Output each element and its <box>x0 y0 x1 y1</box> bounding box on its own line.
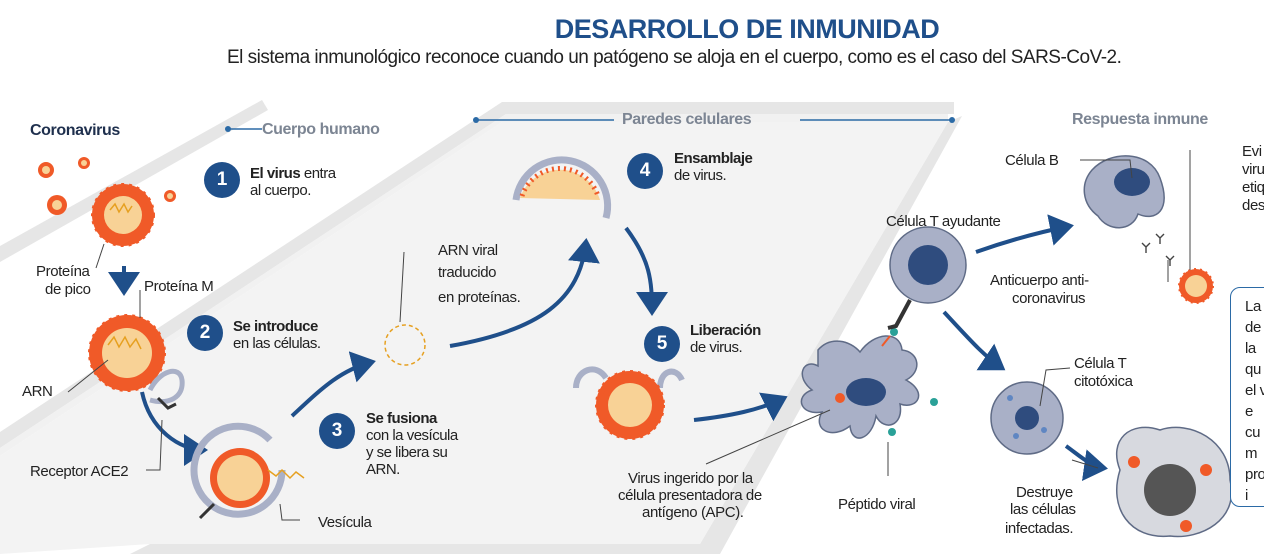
label-arn-viral-1: ARN viral <box>438 242 498 259</box>
label-evita-4: des <box>1242 197 1264 214</box>
step-1-line2: al cuerpo. <box>250 182 311 199</box>
step-3-line3: y se libera su <box>366 444 448 461</box>
callout-line: La <box>1245 298 1261 315</box>
label-destruye-3: infectadas. <box>1005 520 1074 537</box>
callout-line: de <box>1245 319 1261 336</box>
label-anticuerpo-2: coronavirus <box>1012 290 1086 307</box>
arrow-to-release <box>624 226 668 316</box>
step-2-line2: en las células. <box>233 335 321 352</box>
section-cuerpo-humano: Cuerpo humano <box>262 121 380 138</box>
virus-step-1 <box>91 183 155 247</box>
coronavirus-small-3 <box>47 195 67 215</box>
arrow-to-assembly <box>449 238 600 348</box>
label-vesicula: Vesícula <box>318 514 372 531</box>
coronavirus-small-4 <box>164 190 176 202</box>
infected-cell <box>1115 426 1233 538</box>
t-cytotoxic-cell <box>990 381 1064 455</box>
step-3-line4: ARN. <box>366 461 400 478</box>
label-arn-viral-2: traducido <box>438 264 497 281</box>
cell-membrane-pocket <box>147 368 185 405</box>
label-anticuerpo-1: Anticuerpo anti- <box>990 272 1089 289</box>
callout-line: cu <box>1245 424 1261 441</box>
label-proteina-pico-2: de pico <box>45 281 91 298</box>
step-4-title: Ensamblaje <box>674 150 753 167</box>
label-t-citotoxica-1: Célula T <box>1074 355 1127 372</box>
callout-line: pro <box>1245 466 1264 483</box>
arrow-to-arn <box>290 351 376 418</box>
callout-line: qu <box>1245 361 1261 378</box>
step-3-text: Se fusiona con la vesícula y se libera s… <box>366 410 458 478</box>
callout-line: e <box>1245 403 1253 420</box>
step-1-text: El virus entra al cuerpo. <box>250 165 336 199</box>
antibodies <box>1141 233 1175 266</box>
t-helper-cell <box>887 226 967 330</box>
label-evita-2: viru <box>1242 161 1264 178</box>
label-evita-3: etiq <box>1242 179 1264 196</box>
label-celula-b: Célula B <box>1005 152 1059 169</box>
step-4-line2: de virus. <box>674 167 727 184</box>
label-apc-3: antígeno (APC). <box>642 504 744 521</box>
label-apc-2: célula presentadora de <box>618 487 762 504</box>
label-destruye-2: las células <box>1010 501 1076 518</box>
section-coronavirus: Coronavirus <box>30 122 120 139</box>
apc-cell <box>800 328 938 439</box>
callout-line: i <box>1245 487 1248 504</box>
release-step-5 <box>573 366 685 440</box>
section-paredes-celulares: Paredes celulares <box>622 111 752 128</box>
b-cell <box>1083 155 1165 229</box>
assembly-step-4 <box>512 156 612 219</box>
body-wall <box>0 100 268 262</box>
step-3-badge: 3 <box>319 413 355 449</box>
page-title: DESARROLLO DE INMUNIDAD <box>554 14 940 44</box>
label-receptor-ace2: Receptor ACE2 <box>30 463 129 480</box>
step-2-badge: 2 <box>187 315 223 351</box>
vesicle-step-3 <box>190 422 305 520</box>
step-3-title: Se fusiona <box>366 410 437 427</box>
callout-line: m <box>1245 445 1258 462</box>
step-1-badge: 1 <box>204 162 240 198</box>
label-apc-1: Virus ingerido por la <box>628 470 753 487</box>
label-destruye-1: Destruye <box>1016 484 1073 501</box>
arn-viral-squiggle <box>384 324 426 366</box>
page-subtitle: El sistema inmunológico reconoce cuando … <box>227 47 1122 68</box>
label-proteina-m: Proteína M <box>144 278 214 295</box>
callout-box: La de la qu el v e cu m pro i <box>1230 287 1264 507</box>
leader-lines <box>67 150 1191 521</box>
label-evita-1: Evi <box>1242 143 1262 160</box>
coronavirus-small-2 <box>78 157 90 169</box>
label-t-ayudante: Célula T ayudante <box>886 213 1001 230</box>
arrow-to-apc <box>693 392 788 422</box>
step-5-title: Liberación <box>690 322 761 339</box>
label-arn: ARN <box>22 383 53 400</box>
cell-region <box>0 122 948 554</box>
step-5-text: Liberación de virus. <box>690 322 761 356</box>
arrow-to-celula-b <box>975 214 1074 254</box>
label-peptido-viral: Péptido viral <box>838 496 916 513</box>
callout-line: la <box>1245 340 1256 357</box>
label-t-citotoxica-2: citotóxica <box>1074 373 1133 390</box>
step-1-line1: El virus entra <box>250 165 336 182</box>
step-4-badge: 4 <box>627 153 663 189</box>
arrow-to-infected <box>1064 444 1108 481</box>
label-proteina-pico-1: Proteína <box>36 263 90 280</box>
label-arn-viral-3: en proteínas. <box>438 289 521 306</box>
step-2-text: Se introduce en las células. <box>233 318 321 352</box>
receptor-ace2 <box>156 396 177 410</box>
step-2-title: Se introduce <box>233 318 318 335</box>
section-respuesta-inmune: Respuesta inmune <box>1072 111 1208 128</box>
step-4-text: Ensamblaje de virus. <box>674 150 753 184</box>
step-5-line2: de virus. <box>690 339 743 356</box>
coronavirus-small-1 <box>38 162 54 178</box>
virus-step-2 <box>88 314 166 392</box>
callout-line: el v <box>1245 382 1264 399</box>
step-5-badge: 5 <box>644 326 680 362</box>
step-3-line2: con la vesícula <box>366 427 458 444</box>
arrow-to-citotoxica <box>942 310 1006 371</box>
tagged-virus <box>1178 268 1214 304</box>
